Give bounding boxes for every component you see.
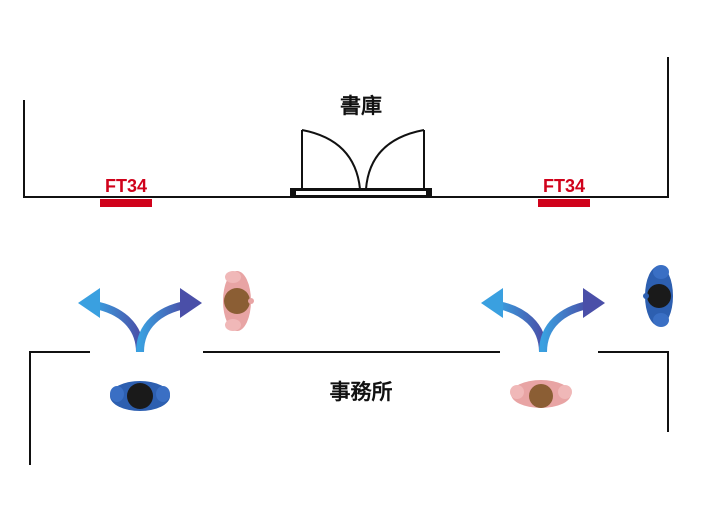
sensor-right-label: FT34: [543, 176, 585, 196]
office-label: 事務所: [330, 380, 393, 404]
person-topdown-icon: [223, 271, 254, 331]
fork-arrow-icon: [481, 288, 605, 353]
sensor-right-bar: [538, 199, 590, 207]
office-walls: [29, 351, 669, 465]
person-topdown-icon: [110, 381, 170, 411]
sensor-left-bar: [100, 199, 152, 207]
fork-arrow-icon: [78, 288, 202, 353]
person-topdown-icon: [510, 380, 572, 408]
storage-room-walls: [23, 57, 669, 198]
storage-room-label: 書庫: [340, 94, 382, 118]
person-topdown-icon: [643, 265, 673, 327]
sensor-left-label: FT34: [105, 176, 147, 196]
double-door-icon: [290, 129, 432, 198]
